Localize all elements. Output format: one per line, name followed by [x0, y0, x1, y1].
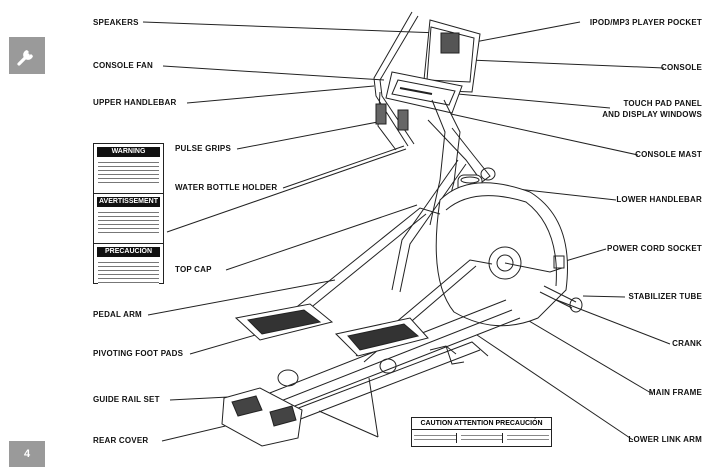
caution-text-en [414, 433, 457, 443]
caution-decal: CAUTION ATTENTION PRECAUCIÓN [411, 417, 552, 447]
warning-text [98, 160, 159, 186]
caution-text-es [507, 433, 550, 443]
precaucion-text [98, 260, 159, 286]
label-console-mast: CONSOLE MAST [635, 150, 702, 159]
label-lower-link-arm: LOWER LINK ARM [628, 435, 702, 444]
label-guide-rail-set: GUIDE RAIL SET [93, 395, 160, 404]
wrench-icon [17, 49, 33, 66]
label-console-fan: CONSOLE FAN [93, 61, 153, 70]
caution-title: CAUTION ATTENTION PRECAUCIÓN [412, 418, 551, 430]
label-display-windows: AND DISPLAY WINDOWS [602, 110, 702, 119]
label-rear-cover: REAR COVER [93, 436, 149, 445]
label-console: CONSOLE [661, 63, 702, 72]
caution-text-fr [460, 433, 504, 443]
label-touch-pad-panel: TOUCH PAD PANEL [623, 99, 702, 108]
warning-heading: WARNING [97, 147, 160, 157]
label-water-bottle-holder: WATER BOTTLE HOLDER [175, 183, 278, 192]
page-number: 4 [23, 448, 31, 460]
avertissement-heading: AVERTISSEMENT [97, 197, 160, 207]
warning-decal: WARNING AVERTISSEMENT PRECAUCIÓN [93, 143, 164, 286]
label-pedal-arm: PEDAL ARM [93, 310, 142, 319]
precaucion-heading: PRECAUCIÓN [97, 247, 160, 257]
label-main-frame: MAIN FRAME [648, 388, 702, 397]
label-pivoting-foot-pads: PIVOTING FOOT PADS [93, 349, 184, 358]
section-tab [9, 37, 45, 74]
label-stabilizer-tube: STABILIZER TUBE [628, 292, 702, 301]
label-pulse-grips: PULSE GRIPS [175, 144, 231, 153]
label-power-cord-socket: POWER CORD SOCKET [607, 244, 702, 253]
page-number-tab: 4 [9, 441, 45, 467]
label-top-cap: TOP CAP [175, 265, 212, 274]
label-speakers: SPEAKERS [93, 18, 139, 27]
label-lower-handlebar: LOWER HANDLEBAR [616, 195, 702, 204]
label-upper-handlebar: UPPER HANDLEBAR [93, 98, 177, 107]
avertissement-text [98, 210, 159, 236]
label-ipod-mp3-pocket: IPOD/MP3 PLAYER POCKET [589, 18, 702, 27]
label-crank: CRANK [672, 339, 702, 348]
